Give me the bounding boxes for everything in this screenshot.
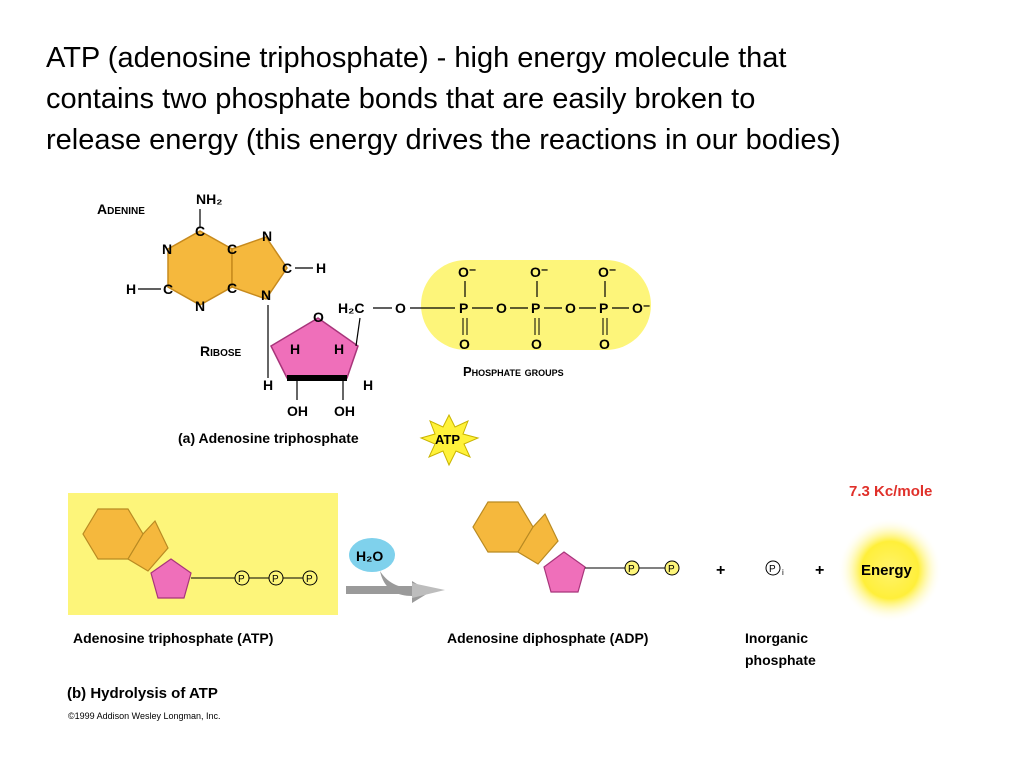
adp-p1: P: [628, 564, 635, 575]
atom-c-top: C: [195, 223, 205, 239]
heading-line-1: ATP (adenosine triphosphate) - high ener…: [46, 42, 787, 74]
atom-n-glycosidic: N: [261, 287, 271, 303]
heading-line-3: release energy (this energy drives the r…: [46, 124, 841, 156]
atp-badge-text: ATP: [435, 432, 460, 447]
atom-o-minus-end: O⁻: [632, 300, 650, 316]
atom-p1: P: [459, 300, 468, 316]
water-label: H₂O: [356, 548, 383, 564]
atp-badge: ATP: [419, 413, 480, 467]
energy-value: 7.3 Kc/mole: [849, 483, 932, 500]
atom-o-minus-2: O⁻: [530, 264, 548, 280]
atom-h-ring-right: H: [334, 341, 344, 357]
atp-label: Adenosine triphosphate (ATP): [73, 630, 273, 646]
atom-o-bridge-1: O: [496, 300, 507, 316]
atom-h-right: H: [316, 260, 326, 276]
atom-n-left: N: [162, 241, 172, 257]
adenine-five-ring: [231, 236, 288, 300]
energy-label: Energy: [861, 562, 913, 579]
atom-nh2: NH₂: [196, 191, 222, 207]
atp-p2: P: [272, 574, 279, 585]
atom-c-left: C: [163, 281, 173, 297]
atom-o-ring: O: [313, 309, 324, 325]
hydrolysis-arrow: H₂O: [346, 538, 445, 603]
atom-n-bottom: N: [195, 298, 205, 314]
pi-label-line-2: phosphate: [745, 652, 816, 668]
atom-o-double-3: O: [599, 336, 610, 352]
pi-symbol: P: [769, 564, 776, 575]
atom-o-double-2: O: [531, 336, 542, 352]
atom-o-double-1: O: [459, 336, 470, 352]
atom-o-link: O: [395, 300, 406, 316]
phosphate-groups: H₂C O P P P O O O⁻ O⁻ O⁻ O⁻ O O O Phosph…: [338, 260, 651, 379]
atp-p1: P: [238, 574, 245, 585]
inorganic-phosphate-icon: P i: [765, 560, 784, 577]
atom-c-mid: C: [227, 241, 237, 257]
pi-subscript: i: [782, 568, 784, 577]
atom-o-minus-3: O⁻: [598, 264, 616, 280]
atom-h2c: H₂C: [338, 300, 364, 316]
atom-c-right: C: [282, 260, 292, 276]
ribose-ring: [270, 317, 359, 379]
heading: ATP (adenosine triphosphate) - high ener…: [46, 38, 1006, 161]
copyright: ©1999 Addison Wesley Longman, Inc.: [68, 711, 221, 721]
atom-oh-right: OH: [334, 403, 355, 419]
energy-glow: Energy: [838, 518, 942, 622]
heading-line-2: contains two phosphate bonds that are ea…: [46, 83, 756, 115]
adenine-group: Adenine NH₂ C N C N C H H C N C N: [97, 191, 326, 378]
adenine-six-ring: [167, 230, 233, 306]
atom-o-bridge-2: O: [565, 300, 576, 316]
caption-a: (a) Adenosine triphosphate: [178, 430, 359, 446]
adp-molecule-icon: P P: [472, 501, 680, 593]
phosphate-groups-label: Phosphate groups: [463, 364, 564, 379]
atom-h-below-right: H: [363, 377, 373, 393]
adp-label: Adenosine diphosphate (ADP): [447, 630, 648, 646]
plus-sign-1: +: [716, 562, 725, 579]
caption-b: (b) Hydrolysis of ATP: [67, 685, 218, 702]
atom-h-ring-left: H: [290, 341, 300, 357]
adenine-label: Adenine: [97, 201, 145, 217]
ribose-group: O H H H H OH OH Ribose: [200, 309, 373, 419]
adp-p2: P: [668, 564, 675, 575]
atom-p3: P: [599, 300, 608, 316]
atp-p3: P: [306, 574, 313, 585]
atom-h-below-left: H: [263, 377, 273, 393]
pi-label-line-1: Inorganic: [745, 630, 808, 646]
atom-p2: P: [531, 300, 540, 316]
plus-sign-2: +: [815, 562, 824, 579]
atom-c-bottom: C: [227, 280, 237, 296]
atp-molecule-icon: P P P: [82, 508, 318, 599]
atom-oh-left: OH: [287, 403, 308, 419]
atom-h-left: H: [126, 281, 136, 297]
water-drop: [349, 538, 395, 572]
ribose-label: Ribose: [200, 343, 242, 359]
atom-o-minus-1: O⁻: [458, 264, 476, 280]
atom-n-right-top: N: [262, 228, 272, 244]
